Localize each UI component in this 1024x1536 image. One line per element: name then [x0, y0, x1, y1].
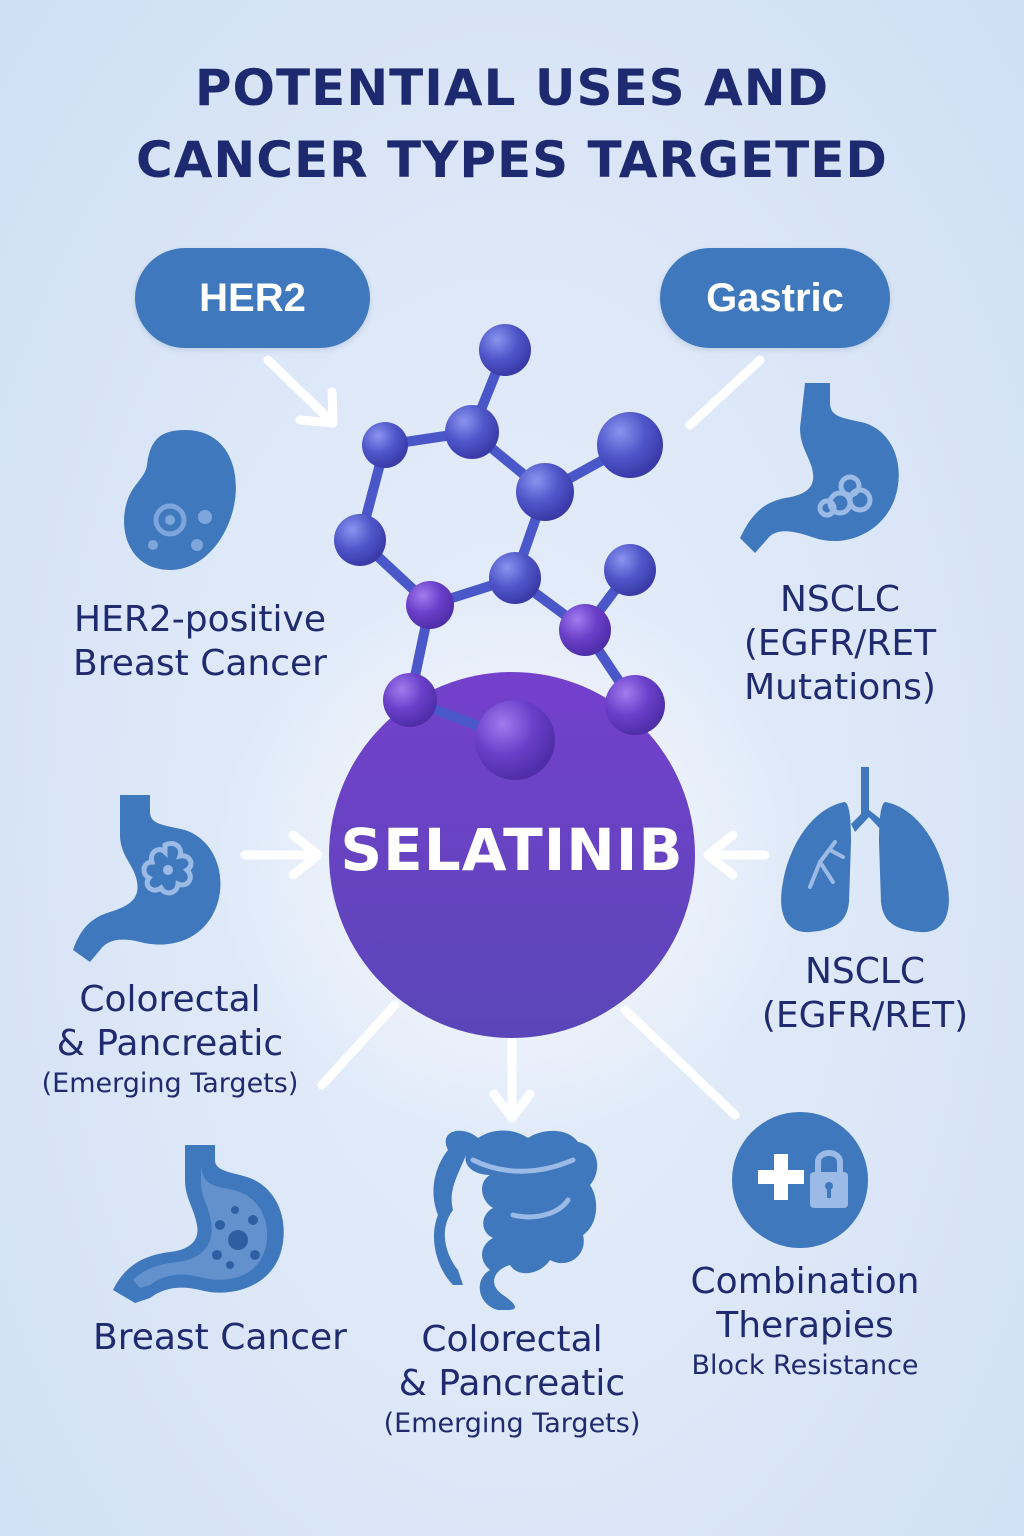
label-nsclc-right: NSCLC (EGFR/RET): [745, 950, 985, 1038]
colorectal-bottom-line-3: (Emerging Targets): [383, 1408, 641, 1439]
her2-breast-line-2: Breast Cancer: [73, 643, 327, 684]
label-colorectal-left: Colorectal & Pancreatic (Emerging Target…: [20, 978, 320, 1102]
line-down-right: [620, 1005, 740, 1120]
label-breast-cancer: Breast Cancer: [70, 1316, 370, 1360]
nsclc-right-line-1: NSCLC: [804, 951, 926, 992]
combination-line-2: Therapies: [716, 1305, 894, 1346]
line-down-left: [317, 1000, 400, 1090]
colorectal-left-line-3: (Emerging Targets): [41, 1068, 299, 1099]
stomach-icon: [740, 383, 899, 553]
kidney-icon: [124, 430, 236, 570]
nsclc-mutations-line-3: Mutations): [744, 667, 936, 708]
her2-breast-line-1: HER2-positive: [74, 599, 326, 640]
medical-lock-icon: [732, 1112, 868, 1248]
label-combination: Combination Therapies Block Resistance: [670, 1260, 940, 1384]
colorectal-left-line-2: & Pancreatic: [56, 1023, 284, 1064]
lungs-icon: [781, 767, 949, 933]
label-her2-breast: HER2-positive Breast Cancer: [40, 598, 360, 686]
her2-pill: HER2: [135, 248, 370, 348]
arrow-gastric: [685, 355, 765, 430]
gastric-pill: Gastric: [660, 248, 890, 348]
colorectal-bottom-line-2: & Pancreatic: [398, 1363, 626, 1404]
arrow-her2: [263, 355, 335, 425]
nsclc-right-line-2: (EGFR/RET): [761, 995, 969, 1036]
colorectal-left-line-1: Colorectal: [79, 979, 261, 1020]
label-nsclc-mutations: NSCLC (EGFR/RET Mutations): [715, 578, 965, 710]
nsclc-mutations-line-1: NSCLC: [779, 579, 901, 620]
combination-line-1: Combination: [690, 1261, 920, 1302]
center-label: SELATINIB: [340, 816, 684, 884]
title-line-1: POTENTIAL USES AND: [194, 59, 830, 117]
combination-line-3: Block Resistance: [691, 1350, 919, 1381]
stomach-tumor-icon: [73, 795, 221, 962]
title-line-2: CANCER TYPES TARGETED: [136, 131, 888, 189]
intestine-icon: [433, 1130, 598, 1310]
colorectal-bottom-line-1: Colorectal: [421, 1319, 603, 1360]
page-title: POTENTIAL USES AND CANCER TYPES TARGETED: [0, 52, 1024, 196]
stomach-cells-icon: [113, 1145, 284, 1303]
nsclc-mutations-line-2: (EGFR/RET: [743, 623, 937, 664]
label-colorectal-bottom: Colorectal & Pancreatic (Emerging Target…: [362, 1318, 662, 1442]
breast-cancer-line-1: Breast Cancer: [93, 1317, 347, 1358]
